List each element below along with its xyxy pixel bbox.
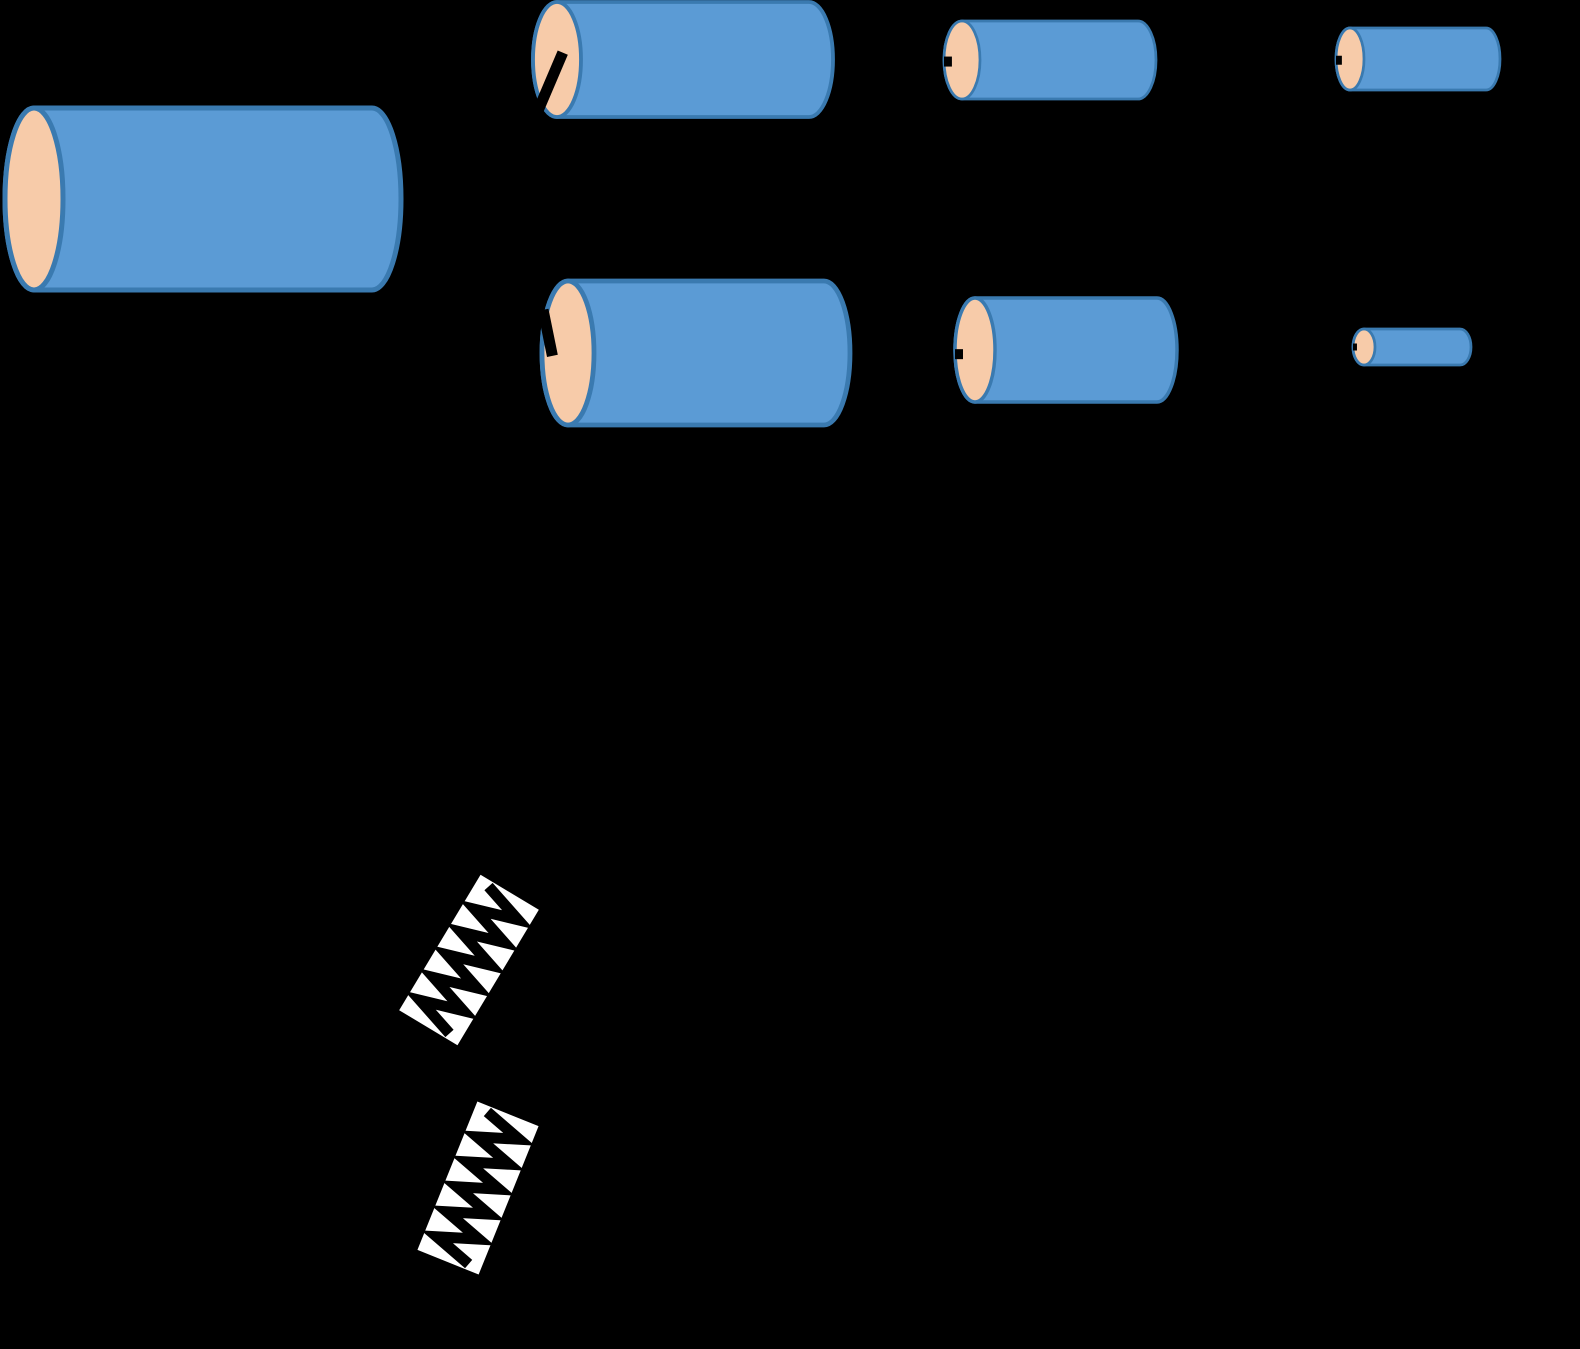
row1-fourth-cylinder[interactable] <box>1334 26 1502 92</box>
cylinder-front-cap <box>2 105 66 293</box>
cylinder-front-cap <box>539 278 597 428</box>
cylinder-tick-mark-diagonal <box>532 50 568 114</box>
cylinder-tick-mark-diagonal <box>537 308 558 357</box>
row1-second-cylinder[interactable] <box>531 0 835 119</box>
lower-spring-symbol[interactable] <box>417 1101 539 1275</box>
spring-zigzag-line <box>421 1107 535 1269</box>
row2-third-cylinder[interactable] <box>953 296 1179 404</box>
cylinder-layer <box>2 0 1502 428</box>
row2-second-cylinder[interactable] <box>537 278 853 428</box>
row2-fourth-cylinder[interactable] <box>1351 327 1473 367</box>
row1-third-cylinder[interactable] <box>942 19 1158 101</box>
large-left-cylinder[interactable] <box>2 105 404 293</box>
spring-layer <box>399 874 539 1275</box>
spring-zigzag-line <box>404 882 534 1038</box>
upper-spring-symbol[interactable] <box>399 874 539 1046</box>
